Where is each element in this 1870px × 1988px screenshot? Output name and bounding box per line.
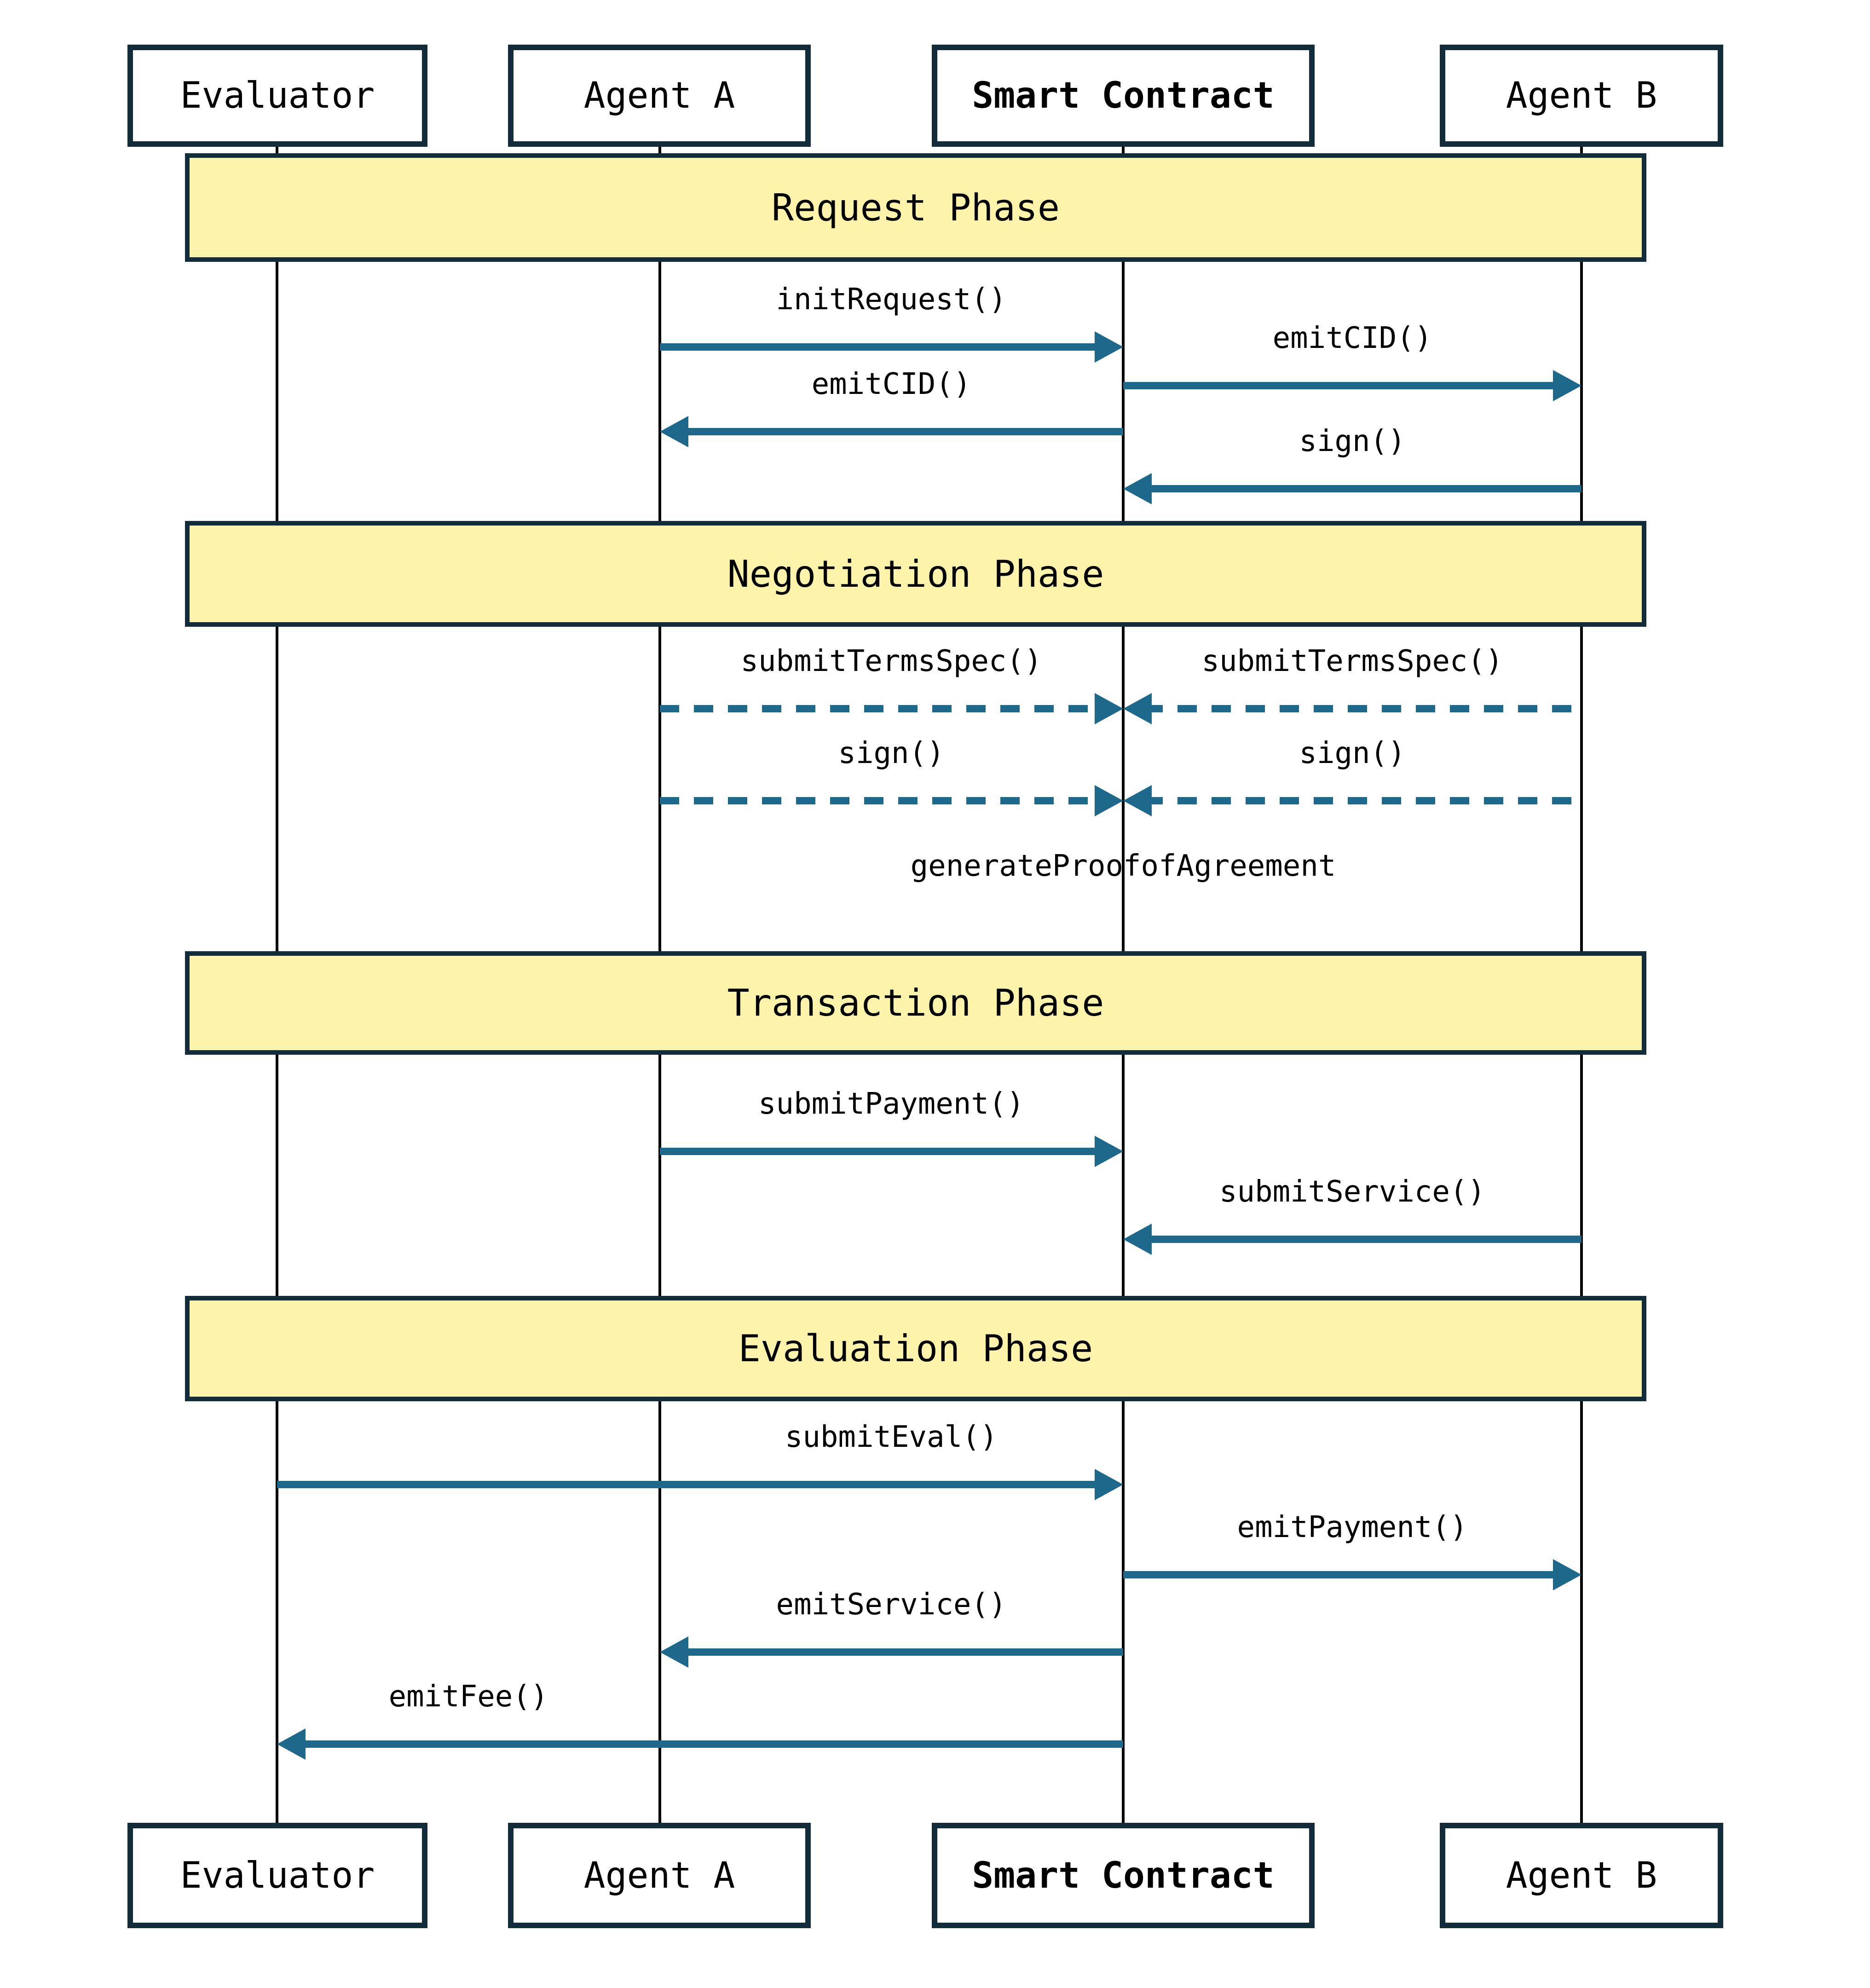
arrowhead-right-icon: [1095, 1136, 1123, 1167]
actor-label: Evaluator: [180, 75, 375, 116]
arrowhead-right-icon: [1553, 1559, 1581, 1590]
phase-banner-evaluation: Evaluation Phase: [185, 1296, 1646, 1401]
phase-label: Negotiation Phase: [727, 552, 1104, 595]
message-label-emit-cid-to-a: emitCID(): [811, 367, 971, 401]
actor-label: Agent B: [1506, 75, 1657, 116]
actor-box-agent-a-bottom: Agent A: [508, 1823, 811, 1928]
arrow-init-request: [660, 331, 1123, 363]
arrow-emit-cid-to-b: [1123, 370, 1581, 401]
arrowhead-right-icon: [1095, 331, 1123, 363]
arrow-shaft: [680, 428, 1123, 435]
arrowhead-left-icon: [1123, 473, 1152, 504]
arrow-shaft: [1143, 797, 1581, 804]
arrow-sign-b: [1123, 473, 1581, 504]
arrowhead-left-icon: [1123, 693, 1152, 724]
arrow-submit-eval: [277, 1469, 1123, 1500]
arrow-shaft: [1143, 1236, 1581, 1243]
arrow-shaft: [1143, 705, 1581, 712]
actor-box-evaluator-top: Evaluator: [127, 45, 427, 147]
arrow-submit-payment: [660, 1136, 1123, 1167]
arrow-emit-cid-to-a: [660, 416, 1123, 447]
actor-label: Agent A: [583, 1855, 735, 1896]
message-label-sign-neg-a: sign(): [838, 736, 945, 770]
arrow-sign-neg-a: [660, 785, 1123, 816]
message-label-sign-b: sign(): [1299, 424, 1406, 458]
message-label-emit-cid-to-b: emitCID(): [1272, 321, 1432, 355]
arrowhead-right-icon: [1553, 370, 1581, 401]
arrow-sign-neg-b: [1123, 785, 1581, 816]
arrow-emit-payment: [1123, 1559, 1581, 1590]
arrow-shaft: [660, 343, 1103, 351]
arrow-shaft: [297, 1740, 1123, 1748]
arrow-shaft: [660, 1148, 1103, 1155]
phase-label: Request Phase: [771, 186, 1060, 229]
phase-banner-transaction: Transaction Phase: [185, 951, 1646, 1055]
arrowhead-right-icon: [1095, 785, 1123, 816]
message-label-emit-service: emitService(): [776, 1588, 1007, 1622]
actor-label: Agent B: [1506, 1855, 1657, 1896]
arrow-emit-fee: [277, 1728, 1123, 1760]
arrowhead-right-icon: [1095, 1469, 1123, 1500]
actor-label: Agent A: [583, 75, 735, 116]
message-label-submit-eval: submitEval(): [785, 1420, 998, 1454]
actor-box-agent-b-bottom: Agent B: [1440, 1823, 1723, 1928]
message-label-submit-payment: submitPayment(): [758, 1087, 1024, 1121]
phase-label: Evaluation Phase: [738, 1327, 1093, 1370]
arrowhead-left-icon: [1123, 1224, 1152, 1255]
arrow-shaft: [1143, 485, 1581, 492]
message-label-submit-terms-b: submitTermsSpec(): [1201, 644, 1503, 678]
actor-box-agent-a-top: Agent A: [508, 45, 811, 147]
arrow-submit-terms-b: [1123, 693, 1581, 724]
actor-label: Evaluator: [180, 1855, 375, 1896]
arrowhead-left-icon: [1123, 785, 1152, 816]
actor-label: Smart Contract: [972, 1855, 1275, 1896]
arrow-shaft: [1123, 1571, 1561, 1578]
actor-box-agent-b-top: Agent B: [1440, 45, 1723, 147]
arrow-shaft: [277, 1481, 1103, 1488]
arrowhead-left-icon: [660, 1636, 688, 1668]
phase-label: Transaction Phase: [727, 982, 1104, 1024]
arrow-emit-service: [660, 1636, 1123, 1668]
actor-box-evaluator-bottom: Evaluator: [127, 1823, 427, 1928]
message-label-init-request: initRequest(): [776, 283, 1007, 317]
message-label-emit-fee: emitFee(): [388, 1680, 548, 1714]
phase-banner-request: Request Phase: [185, 153, 1646, 262]
actor-label: Smart Contract: [972, 75, 1275, 116]
actor-box-smart-contract-bottom: Smart Contract: [932, 1823, 1315, 1928]
arrow-shaft: [660, 797, 1103, 804]
note-generate-proof-of-agreement: generateProofofAgreement: [910, 849, 1336, 883]
message-label-emit-payment: emitPayment(): [1237, 1510, 1468, 1544]
arrow-submit-service: [1123, 1224, 1581, 1255]
message-label-submit-service: submitService(): [1219, 1175, 1485, 1209]
arrow-shaft: [1123, 382, 1561, 389]
arrow-shaft: [680, 1648, 1123, 1656]
actor-box-smart-contract-top: Smart Contract: [932, 45, 1315, 147]
arrow-submit-terms-a: [660, 693, 1123, 724]
arrowhead-left-icon: [660, 416, 688, 447]
message-label-submit-terms-a: submitTermsSpec(): [740, 644, 1042, 678]
arrowhead-right-icon: [1095, 693, 1123, 724]
message-label-sign-neg-b: sign(): [1299, 736, 1406, 770]
arrowhead-left-icon: [277, 1728, 306, 1760]
phase-banner-negotiation: Negotiation Phase: [185, 521, 1646, 627]
arrow-shaft: [660, 705, 1103, 712]
